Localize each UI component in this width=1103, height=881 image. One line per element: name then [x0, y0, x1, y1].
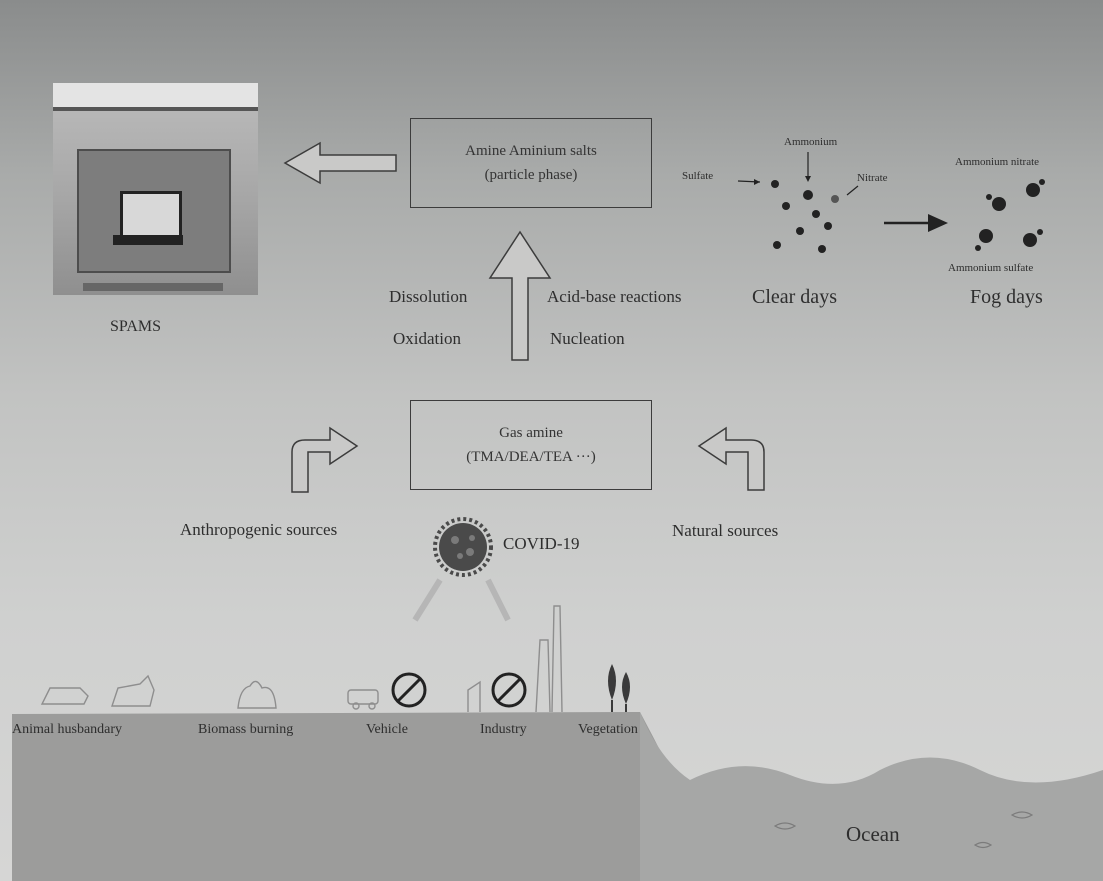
ammonium-pointer-head — [805, 176, 811, 182]
covid-label: COVID-19 — [503, 534, 580, 553]
no-industry-icon — [491, 672, 527, 708]
arrow-gas-to-particle — [488, 230, 552, 361]
process-oxidation: Oxidation — [393, 329, 461, 348]
arrow-clear-to-fog-head — [928, 214, 948, 232]
fog-particle — [1039, 179, 1045, 185]
anthropogenic-sources-label: Anthropogenic sources — [180, 520, 338, 539]
covid-virus-icon — [433, 517, 493, 577]
vehicle-icon — [347, 689, 379, 710]
biomass-burning-icon — [237, 680, 277, 709]
fog-particle — [1037, 229, 1043, 235]
particle — [803, 190, 813, 200]
arrow-to-spams — [283, 141, 397, 185]
covid-arrow-left — [412, 578, 443, 622]
vegetation-icon — [608, 664, 630, 712]
ammonium-sulfate-label: Ammonium sulfate — [948, 262, 1034, 274]
particle — [824, 222, 832, 230]
particle — [831, 195, 839, 203]
fog-particle — [1026, 183, 1040, 197]
particle — [796, 227, 804, 235]
particle — [773, 241, 781, 249]
natural-sources-label: Natural sources — [672, 521, 779, 540]
fog-days-label: Fog days — [970, 286, 1043, 308]
no-vehicle-icon — [391, 672, 427, 708]
ocean-shape — [640, 712, 1103, 881]
fog-particle — [979, 229, 993, 243]
fog-particle — [986, 194, 992, 200]
arrow-anthropogenic — [291, 426, 359, 493]
fish-icon — [973, 841, 993, 849]
ammonium-nitrate-label: Ammonium nitrate — [955, 156, 1040, 168]
ground-label-biomass: Biomass burning — [198, 722, 294, 737]
fog-particle — [992, 197, 1006, 211]
sulfate-pointer-head — [754, 179, 760, 185]
particle — [782, 202, 790, 210]
fog-particle — [1023, 233, 1037, 247]
gas-box-subtitle: (TMA/DEA/TEA ···) — [466, 449, 596, 465]
process-dissolution: Dissolution — [389, 287, 468, 306]
particle — [818, 245, 826, 253]
spams-label: SPAMS — [110, 318, 162, 335]
spams-instrument-photo — [53, 83, 258, 295]
land-shape — [12, 712, 670, 881]
nitrate-label: Nitrate — [857, 172, 888, 184]
ocean-label: Ocean — [846, 822, 900, 846]
ammonium-label: Ammonium — [784, 136, 838, 148]
particle — [812, 210, 820, 218]
ground-label-industry: Industry — [480, 722, 527, 737]
ground-label-vehicle: Vehicle — [366, 722, 408, 737]
fish-icon — [1010, 811, 1034, 819]
fish-icon — [773, 822, 797, 830]
nitrate-pointer — [846, 185, 859, 196]
clear-days-label: Clear days — [752, 286, 837, 308]
fog-particle — [975, 245, 981, 251]
arrow-natural — [697, 426, 765, 491]
gas-box-title: Gas amine — [499, 425, 563, 441]
ground-label-vegetation: Vegetation — [578, 722, 638, 737]
gas-amine-box: Gas amine (TMA/DEA/TEA ···) — [410, 400, 652, 490]
covid-arrow-right — [485, 578, 511, 622]
sulfate-label: Sulfate — [682, 170, 714, 182]
animal-icon — [40, 674, 155, 707]
particle — [771, 180, 779, 188]
industry-icon — [467, 605, 563, 713]
particle-box-title: Amine Aminium salts — [465, 143, 597, 159]
process-nucleation: Nucleation — [550, 329, 625, 348]
particle-box-subtitle: (particle phase) — [484, 167, 578, 183]
ground-label-animal: Animal husbandary — [12, 722, 123, 737]
process-acid-base: Acid-base reactions — [547, 287, 682, 306]
particle-phase-box: Amine Aminium salts (particle phase) — [410, 118, 652, 208]
